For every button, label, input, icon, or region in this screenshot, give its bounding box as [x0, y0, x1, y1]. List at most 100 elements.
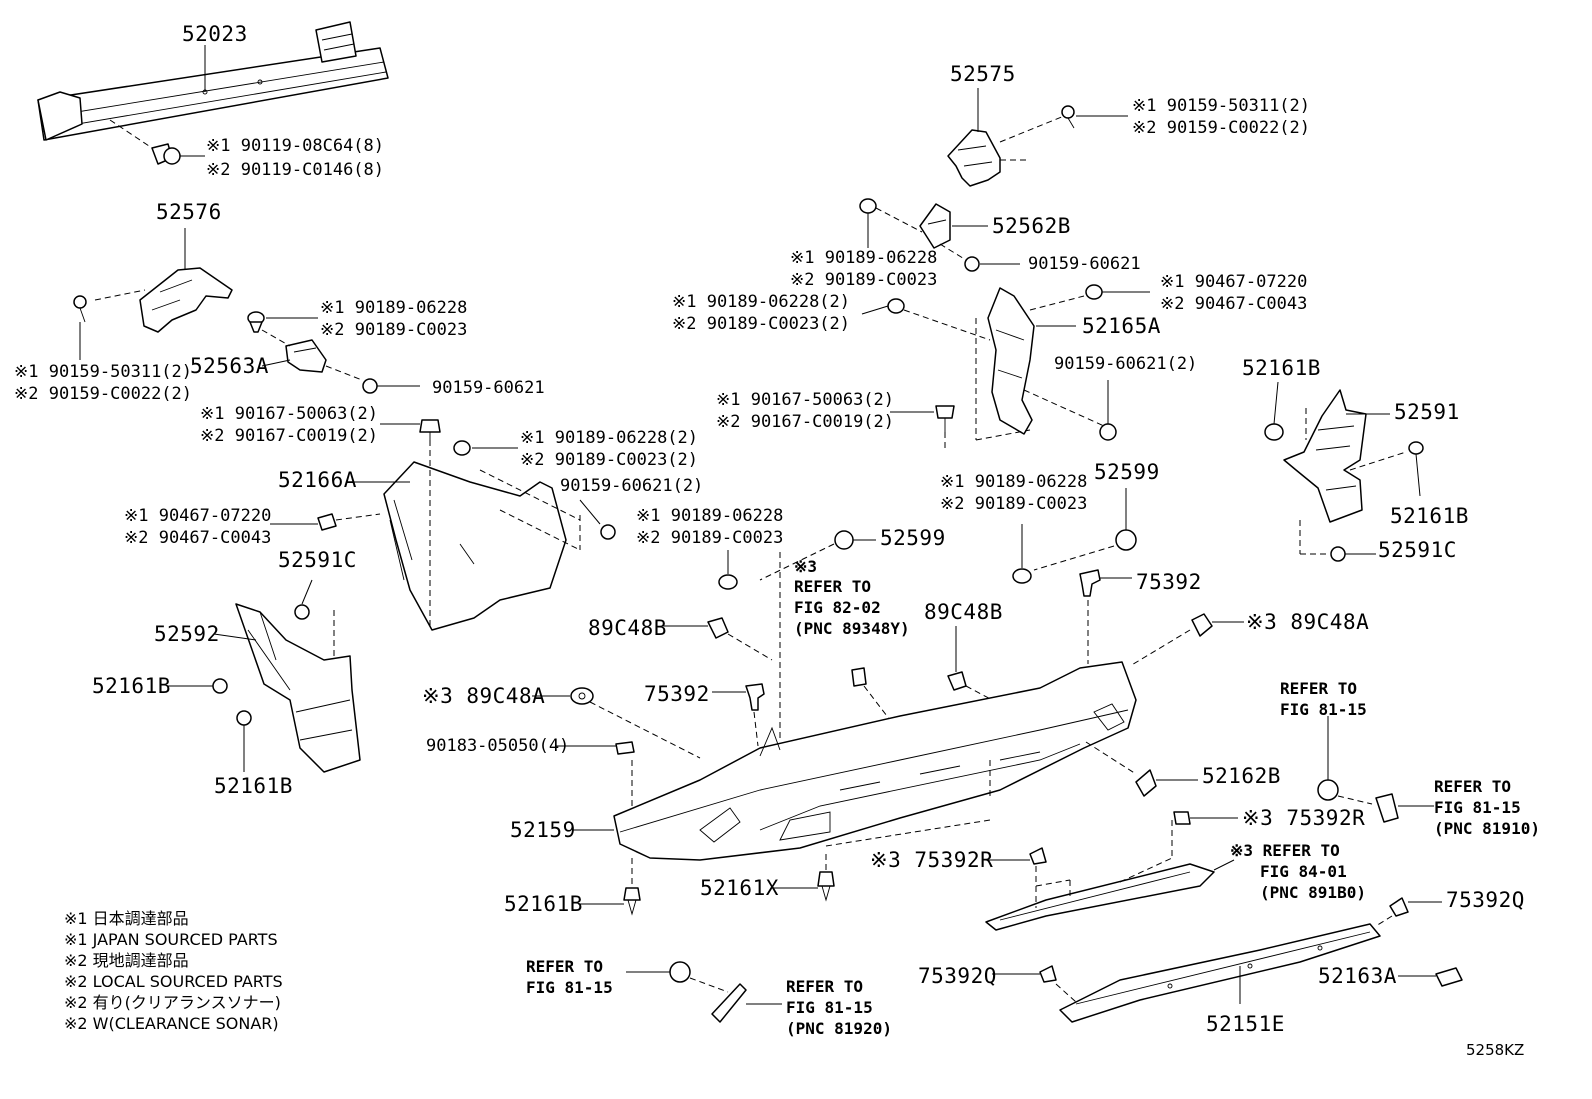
ref-81-15-b-fig: FIG 81-15	[1434, 798, 1521, 817]
clip-icon	[236, 710, 252, 772]
callout-52162b: 52162B	[1202, 764, 1281, 788]
note-90167-japan-b: ※1 90167-50063(2)	[716, 390, 895, 410]
callout-52161b-left-lower: 52161B	[214, 774, 293, 798]
note-90189-local-c: ※2 90189-C0023	[636, 528, 784, 548]
sensor-icon	[1129, 613, 1244, 667]
nut-icon	[964, 256, 1020, 272]
callout-75392q-left: 75392Q	[918, 964, 997, 988]
clip-icon	[1012, 524, 1032, 584]
lower-garnish-part	[1055, 923, 1381, 1023]
garnish-strip-part	[985, 820, 1235, 931]
fastener-icon	[626, 961, 729, 993]
clip-icon	[168, 678, 228, 694]
bolt-icon	[73, 295, 87, 360]
callout-52591c-right: 52591C	[1378, 538, 1457, 562]
clip-icon	[859, 198, 877, 248]
bracket-52563a-part	[261, 339, 363, 381]
sensor-bracket-icon	[947, 626, 1031, 721]
legend-local-jp: ※2 現地調達部品	[64, 951, 189, 970]
rear-bumper-cover-part	[572, 661, 1137, 886]
callout-90159-60621-2a: 90159-60621(2)	[560, 476, 704, 496]
clip-icon	[1079, 569, 1132, 664]
cap-icon	[1085, 741, 1198, 797]
clip-icon	[992, 965, 1057, 983]
legend-japan-jp: ※1 日本調達部品	[64, 909, 189, 928]
ref-82-02-fig: FIG 82-02	[794, 598, 881, 617]
end-cap-icon	[1398, 967, 1463, 987]
diagram-code: 5258KZ	[1466, 1041, 1525, 1059]
fastener-icon	[1317, 716, 1373, 805]
note-90467-local-b: ※2 90467-C0043	[1160, 294, 1308, 314]
note-52563a-japan: ※1 90189-06228	[320, 298, 468, 318]
note-52575-local: ※2 90159-C0022(2)	[1132, 118, 1311, 138]
note-90467-japan-b: ※1 90467-07220	[1160, 272, 1308, 292]
ref-82-02-marker: ※3	[794, 557, 818, 576]
callout-75392r-left: ※3 75392R	[870, 848, 994, 872]
callout-75392r-right: ※3 75392R	[1242, 806, 1366, 830]
callout-90159-60621-a: 90159-60621	[432, 378, 545, 398]
note-90189-japan-e: ※1 90189-06228	[940, 472, 1088, 492]
note-52576-local: ※2 90159-C0022(2)	[14, 384, 193, 404]
callout-89c48b-right: 89C48B	[924, 600, 1003, 624]
bracket-52575-part	[947, 88, 1065, 187]
note-90167-local-a: ※2 90167-C0019(2)	[200, 426, 379, 446]
callout-90159-60621-2b: 90159-60621(2)	[1054, 354, 1198, 374]
clip-icon	[718, 550, 738, 590]
callout-75392-right: 75392	[1136, 570, 1202, 594]
ref-81-15-d-fig: FIG 81-15	[786, 998, 873, 1017]
ref-81-15-b-pnc: (PNC 81910)	[1434, 819, 1540, 838]
nut-icon	[579, 499, 616, 540]
callout-52599-right: 52599	[1094, 460, 1160, 484]
note-90467-local-a: ※2 90467-C0043	[124, 528, 272, 548]
callout-52161b-left-upper: 52161B	[92, 674, 171, 698]
callout-90159-60621-b: 90159-60621	[1028, 254, 1141, 274]
ref-81-15-a-fig: FIG 81-15	[1280, 700, 1367, 719]
legend-sonar-jp: ※2 有り(クリアランスソナー)	[64, 993, 281, 1012]
callout-52159: 52159	[510, 818, 576, 842]
note-52562b-japan: ※1 90189-06228	[790, 248, 938, 268]
note-90189-japan-d: ※1 90189-06228(2)	[672, 292, 851, 312]
callout-75392-left: 75392	[644, 682, 710, 706]
clip-icon	[1085, 284, 1150, 300]
ref-81-15-c-refer: REFER TO	[526, 957, 604, 976]
callout-89c48a-right: ※3 89C48A	[1246, 610, 1370, 634]
nut-icon	[1330, 546, 1376, 562]
clip-icon	[247, 311, 318, 347]
nut-icon	[362, 378, 420, 394]
sensor-icon	[532, 687, 701, 759]
note-52575-japan: ※1 90159-50311(2)	[1132, 96, 1311, 116]
note-90167-japan-a: ※1 90167-50063(2)	[200, 404, 379, 424]
bracket-52591-part	[1283, 389, 1407, 555]
nut-icon	[294, 579, 313, 620]
clip-icon	[270, 513, 381, 531]
bracket-52166a-part	[350, 440, 581, 631]
callout-75392q-right: 75392Q	[1446, 888, 1525, 912]
bolt-icon	[380, 419, 441, 446]
legend-japan-en: ※1 JAPAN SOURCED PARTS	[64, 930, 278, 949]
callout-52166a: 52166A	[278, 468, 357, 492]
clip-icon	[578, 887, 641, 916]
callout-52161b-right-lower: 52161B	[1390, 504, 1469, 528]
note-90467-japan-a: ※1 90467-07220	[124, 506, 272, 526]
note-90189-local-e: ※2 90189-C0023	[940, 494, 1088, 514]
note-90189-local-d: ※2 90189-C0023(2)	[672, 314, 851, 334]
clip-icon	[984, 847, 1047, 865]
callout-89c48a-left: ※3 89C48A	[422, 684, 546, 708]
callout-52161b-right-upper: 52161B	[1242, 356, 1321, 380]
callout-52161x: 52161X	[700, 876, 779, 900]
ref-81-15-b-refer: REFER TO	[1434, 777, 1512, 796]
reflector-icon	[711, 983, 782, 1023]
clip-icon	[1173, 811, 1238, 825]
note-90189-japan-b: ※1 90189-06228(2)	[520, 428, 699, 448]
callout-52562b: 52562B	[992, 214, 1071, 238]
clip-icon	[861, 298, 905, 315]
bracket-52165a-part	[903, 287, 1105, 441]
bolt-icon	[890, 405, 955, 450]
ref-82-02-refer: REFER TO	[794, 577, 872, 596]
callout-52575: 52575	[950, 62, 1016, 86]
bumper-reinforcement-part	[37, 21, 389, 151]
nut-icon	[759, 530, 876, 581]
sensor-bracket-icon	[662, 617, 773, 661]
